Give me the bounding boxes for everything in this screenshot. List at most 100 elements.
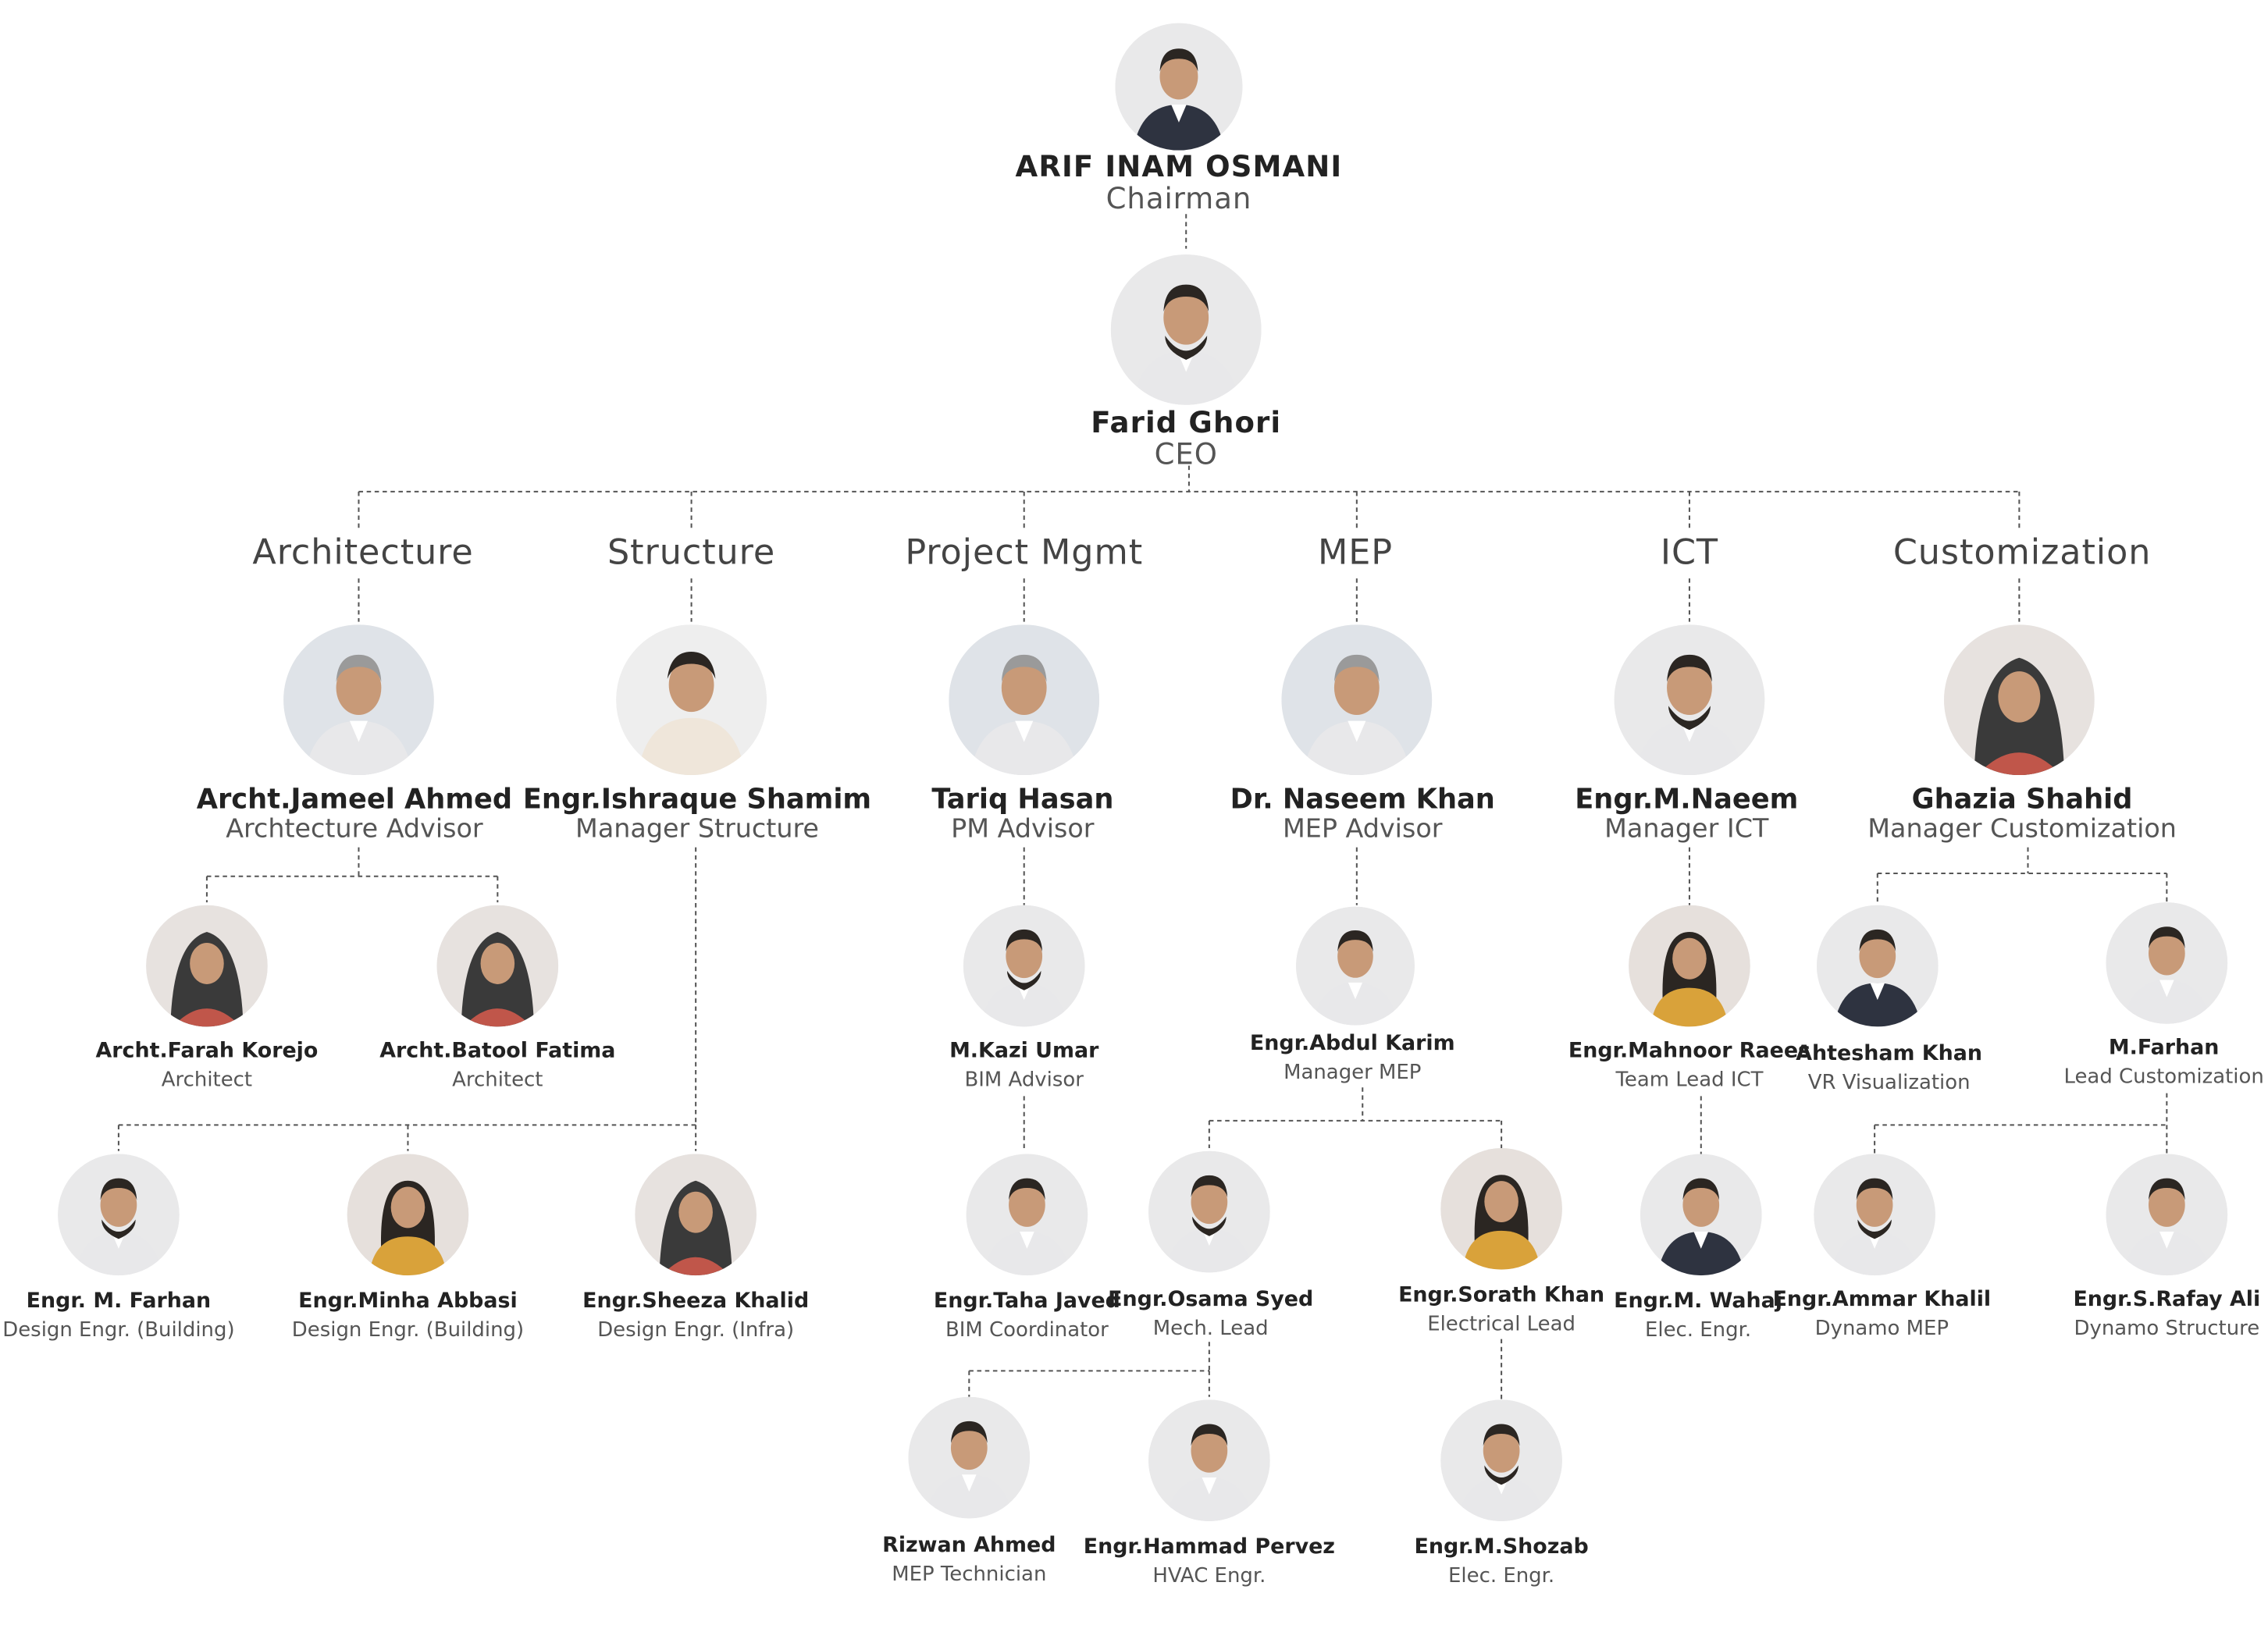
person-name: Archt.Jameel Ahmed [196, 784, 513, 816]
person-role: Architect [452, 1069, 543, 1092]
avatar-sheeza [635, 1154, 757, 1276]
connector-mep [1208, 847, 1503, 1149]
avatar-kazi [963, 905, 1085, 1027]
person-role: Archtecture Advisor [226, 814, 483, 845]
person-name: Engr.Osama Syed [1108, 1288, 1314, 1312]
person-role: Dynamo MEP [1814, 1317, 1949, 1341]
person-name: Archt.Farah Korejo [95, 1040, 319, 1063]
avatar-shozab [1440, 1399, 1562, 1522]
person-name: Engr.M.Shozab [1414, 1535, 1589, 1559]
connector-dept-heads [358, 578, 2021, 622]
avatar-taha [966, 1154, 1088, 1276]
avatar-farah [146, 905, 268, 1027]
dept-label-architecture: Architecture [252, 532, 474, 573]
connector-ceo-bus [358, 465, 2021, 528]
avatar-osama [1148, 1150, 1270, 1273]
avatar-batool [436, 905, 559, 1027]
person-name: Engr. M. Farhan [26, 1289, 212, 1314]
person-name: Engr.Ishraque Shamim [522, 784, 872, 816]
person-name: Rizwan Ahmed [882, 1534, 1056, 1558]
person-role: Lead Customization [2063, 1065, 2264, 1090]
person-name: Farid Ghori [1091, 404, 1282, 440]
person-name: Archt.Batool Fatima [379, 1040, 616, 1063]
person-name: Engr.M. Wahaj [1614, 1289, 1783, 1314]
person-name: Engr.Taha Javed [933, 1289, 1120, 1314]
dept-label-mep: MEP [1317, 532, 1394, 573]
person-name: Ahtesham Khan [1796, 1042, 1983, 1066]
person-name: M.Farhan [2108, 1037, 2220, 1061]
person-name: Ghazia Shahid [1911, 784, 2133, 816]
avatar-ceo [1110, 254, 1262, 405]
person-name: Engr.Minha Abbasi [298, 1289, 518, 1314]
person-role: CEO [1154, 436, 1218, 471]
person-role: Dynamo Structure [2074, 1317, 2260, 1341]
avatar-ghazia [1944, 624, 2095, 776]
dept-label-project-mgmt: Project Mgmt [905, 532, 1144, 573]
connector-mep-lower [968, 1339, 1503, 1400]
person-role: Design Engr. (Building) [2, 1318, 235, 1342]
avatar-minha [347, 1154, 469, 1276]
avatar-mfarhan [2106, 902, 2228, 1024]
avatar-naseem [1281, 624, 1433, 776]
dept-label-structure: Structure [607, 532, 776, 573]
person-role: Manager Structure [575, 814, 819, 845]
person-name: Engr.Abdul Karim [1249, 1032, 1455, 1056]
person-role: Electrical Lead [1427, 1313, 1575, 1336]
person-role: Design Engr. (Infra) [597, 1318, 795, 1342]
avatar-tariq [949, 624, 1100, 776]
person-role: MEP Technician [892, 1563, 1047, 1587]
person-name: Engr.Sheeza Khalid [582, 1289, 810, 1314]
person-role: Chairman [1106, 180, 1252, 216]
avatar-chairman [1115, 23, 1243, 151]
person-name: Engr.Ammar Khalil [1772, 1288, 1992, 1312]
person-name: Engr.S.Rafay Ali [2073, 1288, 2261, 1312]
avatar-ammar [1814, 1154, 1935, 1276]
avatar-ishraque [616, 624, 767, 776]
avatar-rizwan [908, 1396, 1031, 1519]
person-name: Engr.M.Naeem [1575, 784, 1799, 816]
person-role: Manager ICT [1604, 814, 1769, 845]
person-role: BIM Coordinator [945, 1318, 1109, 1342]
person-name: Engr.Sorath Khan [1398, 1284, 1605, 1307]
avatar-efarhan [58, 1154, 180, 1276]
person-name: Tariq Hasan [931, 784, 1114, 816]
person-role: Elec. Engr. [1644, 1318, 1752, 1342]
person-role: Mech. Lead [1152, 1317, 1269, 1341]
avatar-naeem [1614, 624, 1765, 776]
avatar-hammad [1148, 1399, 1270, 1522]
person-name: M.Kazi Umar [949, 1040, 1099, 1063]
person-role: BIM Advisor [964, 1069, 1084, 1092]
avatar-abdul [1296, 906, 1415, 1026]
person-role: HVAC Engr. [1152, 1564, 1266, 1588]
avatar-jameel [283, 624, 434, 776]
avatar-ahtesham [1816, 905, 1939, 1027]
person-name: Dr. Naseem Khan [1230, 784, 1495, 816]
